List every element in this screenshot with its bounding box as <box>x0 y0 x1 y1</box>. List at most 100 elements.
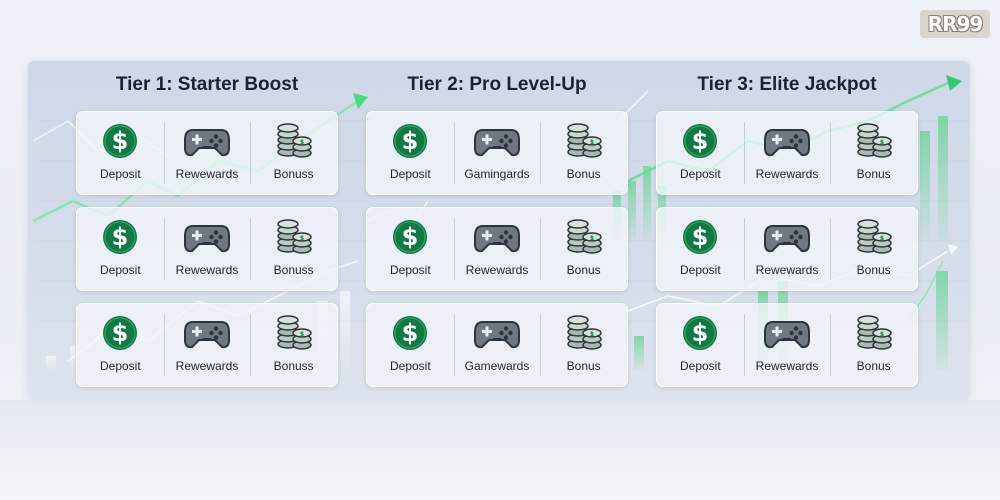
coin-stack-icon: $ <box>270 217 318 257</box>
bonus-label: Bonus <box>566 263 601 277</box>
svg-text:$: $ <box>692 127 709 155</box>
deposit-cell[interactable]: $ Deposit <box>77 304 164 386</box>
gamepad-icon <box>473 313 521 353</box>
coin-stack-icon: $ <box>560 217 608 257</box>
svg-text:$: $ <box>112 127 129 155</box>
deposit-cell[interactable]: $ Deposit <box>657 208 744 290</box>
deposit-cell[interactable]: $ Deposit <box>367 208 454 290</box>
dollar-coin-icon: $ <box>676 313 724 353</box>
rewards-cell[interactable]: Gamingards <box>453 112 541 194</box>
svg-text:$: $ <box>590 139 594 146</box>
deposit-label: Deposit <box>389 359 431 373</box>
coin-stack-icon: $ <box>270 313 318 353</box>
bonus-label: Bonus <box>856 359 891 373</box>
deposit-cell[interactable]: $ Deposit <box>77 208 164 290</box>
rewards-cell[interactable]: Rewewards <box>743 112 831 194</box>
bonus-label: Bonus <box>566 167 601 181</box>
tier-1-card-3[interactable]: $ Deposit Rewewards <box>76 303 338 387</box>
bonus-cell[interactable]: $ Bonus <box>540 112 627 194</box>
bonus-cell[interactable]: $ Bonus <box>540 304 627 386</box>
bonus-cell[interactable]: $ Bonuss <box>250 112 337 194</box>
dollar-coin-icon: $ <box>676 121 724 161</box>
rewards-cell[interactable]: Rewewards <box>163 208 251 290</box>
bonus-label: Bonuss <box>273 359 314 373</box>
dollar-coin-icon: $ <box>96 121 144 161</box>
rewards-label: Gamewards <box>464 359 530 373</box>
gamepad-icon <box>183 121 231 161</box>
svg-text:$: $ <box>880 331 884 338</box>
svg-text:$: $ <box>300 139 304 146</box>
tier-1-card-2[interactable]: $ Deposit Rewewards <box>76 207 338 291</box>
svg-text:$: $ <box>300 331 304 338</box>
dollar-coin-icon: $ <box>386 313 434 353</box>
rewards-cell[interactable]: Rewewards <box>163 112 251 194</box>
rewards-label: Rewewards <box>175 263 239 277</box>
coin-stack-icon: $ <box>560 313 608 353</box>
gamepad-icon <box>763 121 811 161</box>
bonus-cell[interactable]: $ Bonus <box>830 112 917 194</box>
dollar-coin-icon: $ <box>96 217 144 257</box>
gamepad-icon <box>183 313 231 353</box>
gamepad-icon <box>183 217 231 257</box>
svg-text:$: $ <box>402 319 419 347</box>
gamepad-icon <box>473 121 521 161</box>
deposit-cell[interactable]: $ Deposit <box>367 112 454 194</box>
coin-stack-icon: $ <box>560 121 608 161</box>
dollar-coin-icon: $ <box>96 313 144 353</box>
svg-text:$: $ <box>880 235 884 242</box>
bonus-cell[interactable]: $ Bonus <box>830 304 917 386</box>
rewards-cell[interactable]: Gamewards <box>453 304 541 386</box>
dollar-coin-icon: $ <box>386 121 434 161</box>
bonus-label: Bonus <box>856 167 891 181</box>
tier-2-title: Tier 2: Pro Level-Up <box>407 74 587 95</box>
rewards-cell[interactable]: Rewewards <box>743 208 831 290</box>
coin-stack-icon: $ <box>850 121 898 161</box>
deposit-label: Deposit <box>389 263 431 277</box>
rewards-label: Rewewards <box>175 167 239 181</box>
deposit-cell[interactable]: $ Deposit <box>77 112 164 194</box>
coin-stack-icon: $ <box>850 217 898 257</box>
deposit-cell[interactable]: $ Deposit <box>657 304 744 386</box>
deposit-label: Deposit <box>389 167 431 181</box>
dollar-coin-icon: $ <box>386 217 434 257</box>
svg-text:$: $ <box>402 127 419 155</box>
svg-text:$: $ <box>880 139 884 146</box>
svg-text:$: $ <box>590 235 594 242</box>
tier-3-title: Tier 3: Elite Jackpot <box>697 74 877 95</box>
deposit-label: Deposit <box>99 359 141 373</box>
tier-2-card-1[interactable]: $ Deposit Gamingards <box>366 111 628 195</box>
svg-text:$: $ <box>692 223 709 251</box>
rewards-cell[interactable]: Rewewards <box>453 208 541 290</box>
rewards-label: Rewewards <box>465 263 529 277</box>
bonus-cell[interactable]: $ Bonuss <box>250 304 337 386</box>
deposit-label: Deposit <box>99 263 141 277</box>
tier-1-card-1[interactable]: $ Deposit Rewewards <box>76 111 338 195</box>
bonus-label: Bonus <box>856 263 891 277</box>
bonus-label: Bonuss <box>273 263 314 277</box>
rewards-label: Rewewards <box>755 359 819 373</box>
tier-2-card-3[interactable]: $ Deposit Gamewards <box>366 303 628 387</box>
tier-3-card-1[interactable]: $ Deposit Rewewards <box>656 111 918 195</box>
bonus-cell[interactable]: $ Bonus <box>540 208 627 290</box>
brand-logo: RR99 <box>920 10 990 38</box>
rewards-label: Rewewards <box>755 167 819 181</box>
svg-text:$: $ <box>112 223 129 251</box>
bonus-cell[interactable]: $ Bonus <box>830 208 917 290</box>
deposit-label: Deposit <box>679 263 721 277</box>
reflection-floor <box>0 400 1000 500</box>
tier-2-card-2[interactable]: $ Deposit Rewewards <box>366 207 628 291</box>
bonus-cell[interactable]: $ Bonuss <box>250 208 337 290</box>
rewards-cell[interactable]: Rewewards <box>743 304 831 386</box>
deposit-label: Deposit <box>679 167 721 181</box>
rewards-cell[interactable]: Rewewards <box>163 304 251 386</box>
gamepad-icon <box>473 217 521 257</box>
svg-text:$: $ <box>300 235 304 242</box>
coin-stack-icon: $ <box>270 121 318 161</box>
deposit-cell[interactable]: $ Deposit <box>657 112 744 194</box>
deposit-cell[interactable]: $ Deposit <box>367 304 454 386</box>
tier-3-card-2[interactable]: $ Deposit Rewewards <box>656 207 918 291</box>
tier-3-card-3[interactable]: $ Deposit Rewewards <box>656 303 918 387</box>
gamepad-icon <box>763 217 811 257</box>
tier-1-title: Tier 1: Starter Boost <box>115 74 299 95</box>
rewards-label: Gamingards <box>464 167 530 181</box>
